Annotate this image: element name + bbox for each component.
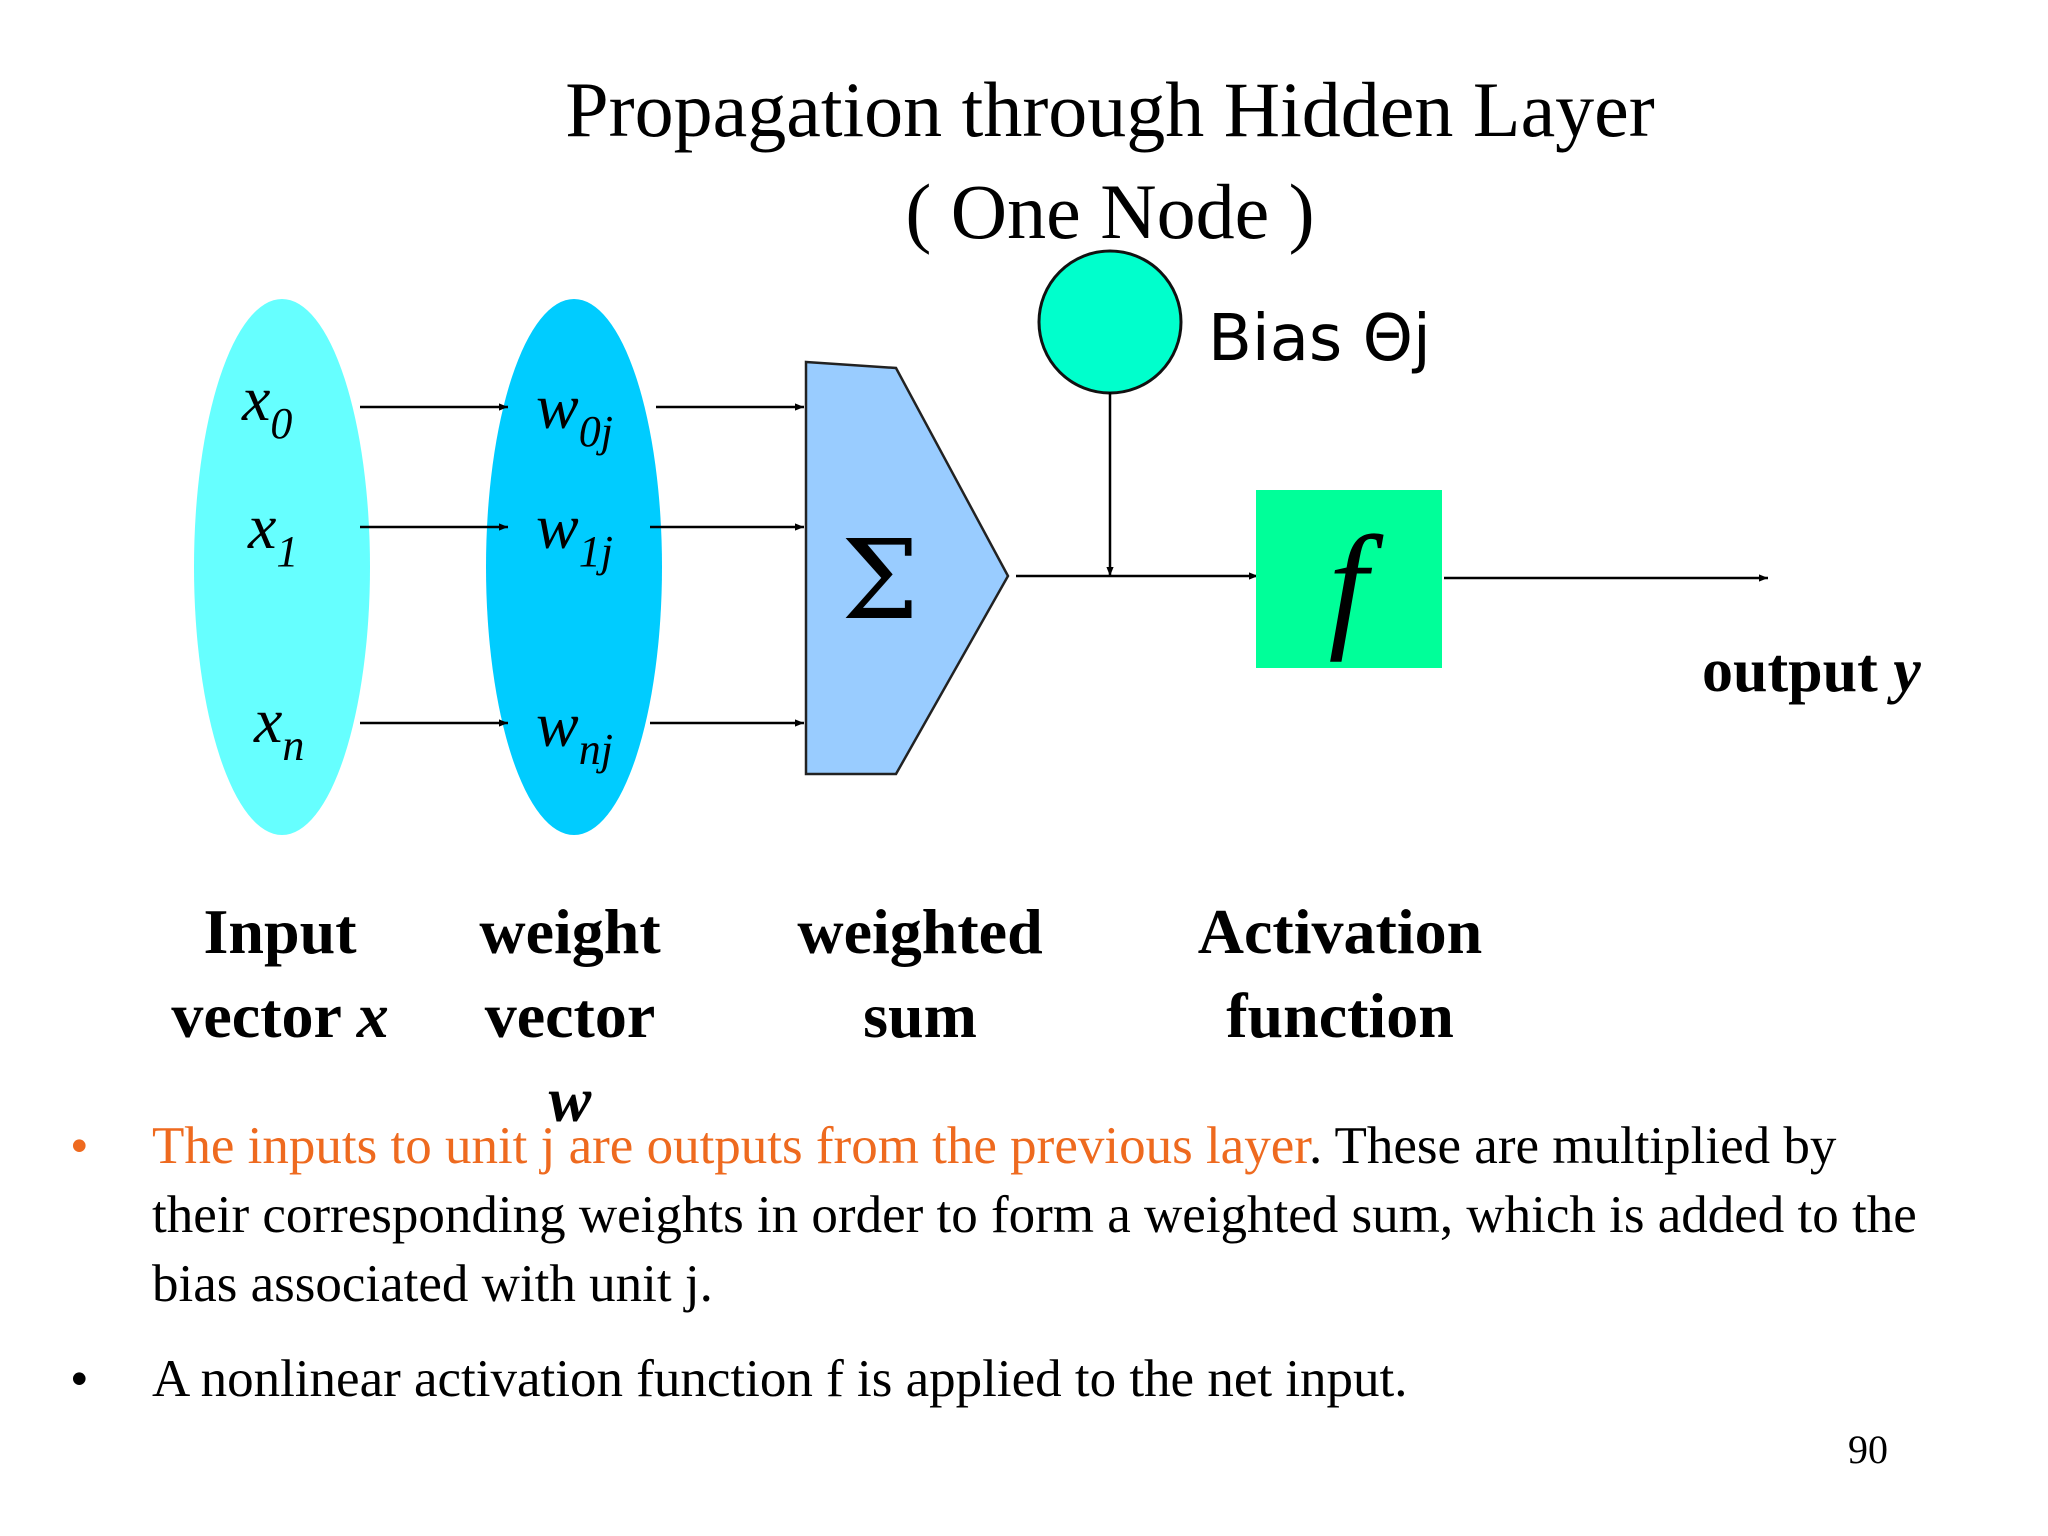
- bullet-1-highlight: The inputs to unit j are outputs from th…: [152, 1117, 1309, 1175]
- caption-sum-line2: sum: [863, 980, 977, 1051]
- caption-weight-line2: vector: [484, 980, 656, 1051]
- weight-vector-ellipse: [486, 299, 662, 835]
- sigma-symbol: Σ: [841, 516, 919, 644]
- caption-weight-line3: w: [548, 1064, 592, 1135]
- bullet-dot-2: •: [70, 1350, 89, 1408]
- input-label-1: x1: [247, 491, 298, 576]
- caption-input-vector: Input vector x: [130, 890, 430, 1058]
- bullet-dot-1: •: [70, 1117, 89, 1175]
- caption-input-line1: Input: [203, 896, 357, 967]
- bullet-item-2: • A nonlinear activation function f is a…: [64, 1345, 1924, 1414]
- bullet-list: • The inputs to unit j are outputs from …: [64, 1112, 1924, 1440]
- caption-weight-line1: weight: [479, 896, 661, 967]
- caption-sum-line1: weighted: [797, 896, 1043, 967]
- weight-label-1: w1j: [536, 491, 613, 576]
- caption-weight-vector: weight vector w: [440, 890, 700, 1142]
- caption-activation-line1: Activation: [1197, 896, 1483, 967]
- bias-label: Bias Θj: [1208, 302, 1431, 376]
- weighted-sum-shape: [804, 360, 1010, 776]
- bullet-2-text: A nonlinear activation function f is app…: [152, 1350, 1408, 1408]
- activation-function-box: [1256, 490, 1442, 668]
- caption-activation-line2: function: [1226, 980, 1454, 1051]
- output-var: y: [1893, 637, 1921, 705]
- output-label: output y: [1702, 636, 1921, 707]
- bullet-1-rest: . These are multiplied by their correspo…: [152, 1117, 1917, 1313]
- weight-label-0: w0j: [536, 371, 613, 456]
- output-label-text: output: [1702, 637, 1878, 705]
- slide-title-line1: Propagation through Hidden Layer: [565, 66, 1655, 153]
- slide-title-line2: ( One Node ): [905, 168, 1315, 255]
- caption-activation-function: Activation function: [1170, 890, 1510, 1058]
- caption-input-line2: vector x: [171, 980, 389, 1051]
- bias-node-circle: [1037, 249, 1183, 395]
- caption-weighted-sum: weighted sum: [770, 890, 1070, 1058]
- input-vector-ellipse: [194, 299, 370, 835]
- bullet-item-1: • The inputs to unit j are outputs from …: [64, 1112, 1924, 1319]
- input-label-0: x0: [241, 363, 292, 448]
- input-label-n: xn: [253, 685, 304, 770]
- page-number: 90: [1848, 1427, 1888, 1472]
- weight-label-n: wnj: [536, 689, 613, 774]
